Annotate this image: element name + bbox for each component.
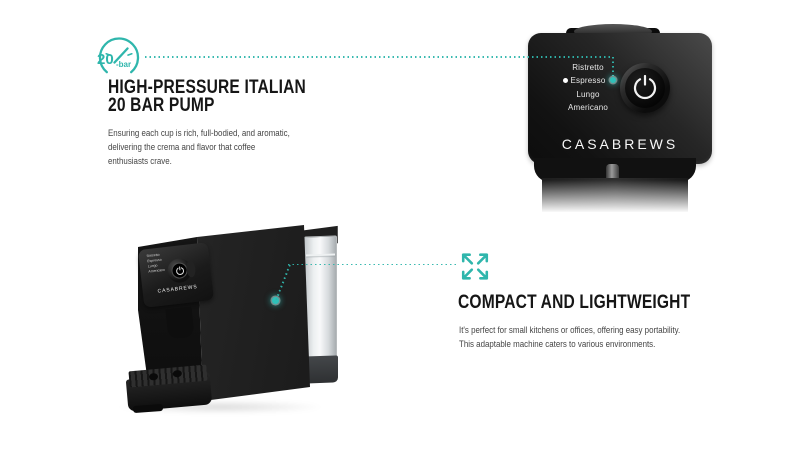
compact-body-line-1: It's perfect for small kitchens or offic… [459,325,681,335]
machine-closeup-photo: Ristretto Espresso Lungo Americano CASAB… [516,20,726,220]
drip-tray-hole [148,372,159,381]
power-button-icon [633,75,657,100]
power-button [620,63,670,113]
connector-line-pump [145,56,613,58]
pump-body: Ensuring each cup is rich, full-bodied, … [108,126,290,168]
drink-option-americano: Americano [567,103,609,113]
compact-body: It's perfect for small kitchens or offic… [459,323,680,351]
drink-option-lungo: Lungo [576,89,600,99]
callout-dot-panel [610,76,616,83]
drink-option-ristretto: Ristretto [572,63,604,72]
pressure-gauge-icon [98,37,140,74]
power-button-face [625,68,665,108]
mini-drink-options: Ristretto Espresso Lungo Americano [146,253,166,274]
water-level-line [306,253,335,257]
compact-heading: COMPACT AND LIGHTWEIGHT [458,292,691,313]
callout-dot-machine [272,297,279,304]
pump-body-line-3: enthusiasts crave. [108,156,172,166]
expand-arrows-icon [461,253,489,280]
pump-body-line-2: delivering the crema and flavor that cof… [108,142,256,152]
drink-option-espresso: Espresso [560,74,616,87]
machine-spout [165,306,195,340]
pressure-badge-unit: -bar [116,60,132,69]
espresso-machine-photo: Ristretto Espresso Lungo Americano CASAB… [110,210,350,422]
brand-logo: CASABREWS [561,136,679,152]
pump-body-line-1: Ensuring each cup is rich, full-bodied, … [108,128,290,138]
power-knob [166,257,193,284]
pump-heading: HIGH-PRESSURE ITALIAN 20 BAR PUMP [108,77,306,116]
pump-heading-line-1: HIGH-PRESSURE ITALIAN [108,77,306,98]
water-tank [304,235,337,363]
photo-fade [516,180,726,220]
machine-side-panel [197,225,310,401]
pressure-badge-value: 20 [97,51,114,68]
power-knob-icon [175,265,184,275]
pump-heading-line-2: 20 BAR PUMP [108,94,215,116]
power-knob-face [170,261,189,280]
drip-tray-hole [172,369,183,378]
drink-options-list: Ristretto Espresso Lungo Americano [560,61,616,115]
compact-body-line-2: This adaptable machine caters to various… [459,339,656,349]
mini-brand-logo: CASABREWS [157,284,198,295]
selected-drink-bullet-icon [563,78,568,84]
connector-line-compact [288,263,456,265]
machine-control-head: Ristretto Espresso Lungo Americano CASAB… [137,242,215,308]
control-panel: Ristretto Espresso Lungo Americano CASAB… [528,33,712,164]
connector-line-pump-drop [612,57,614,76]
